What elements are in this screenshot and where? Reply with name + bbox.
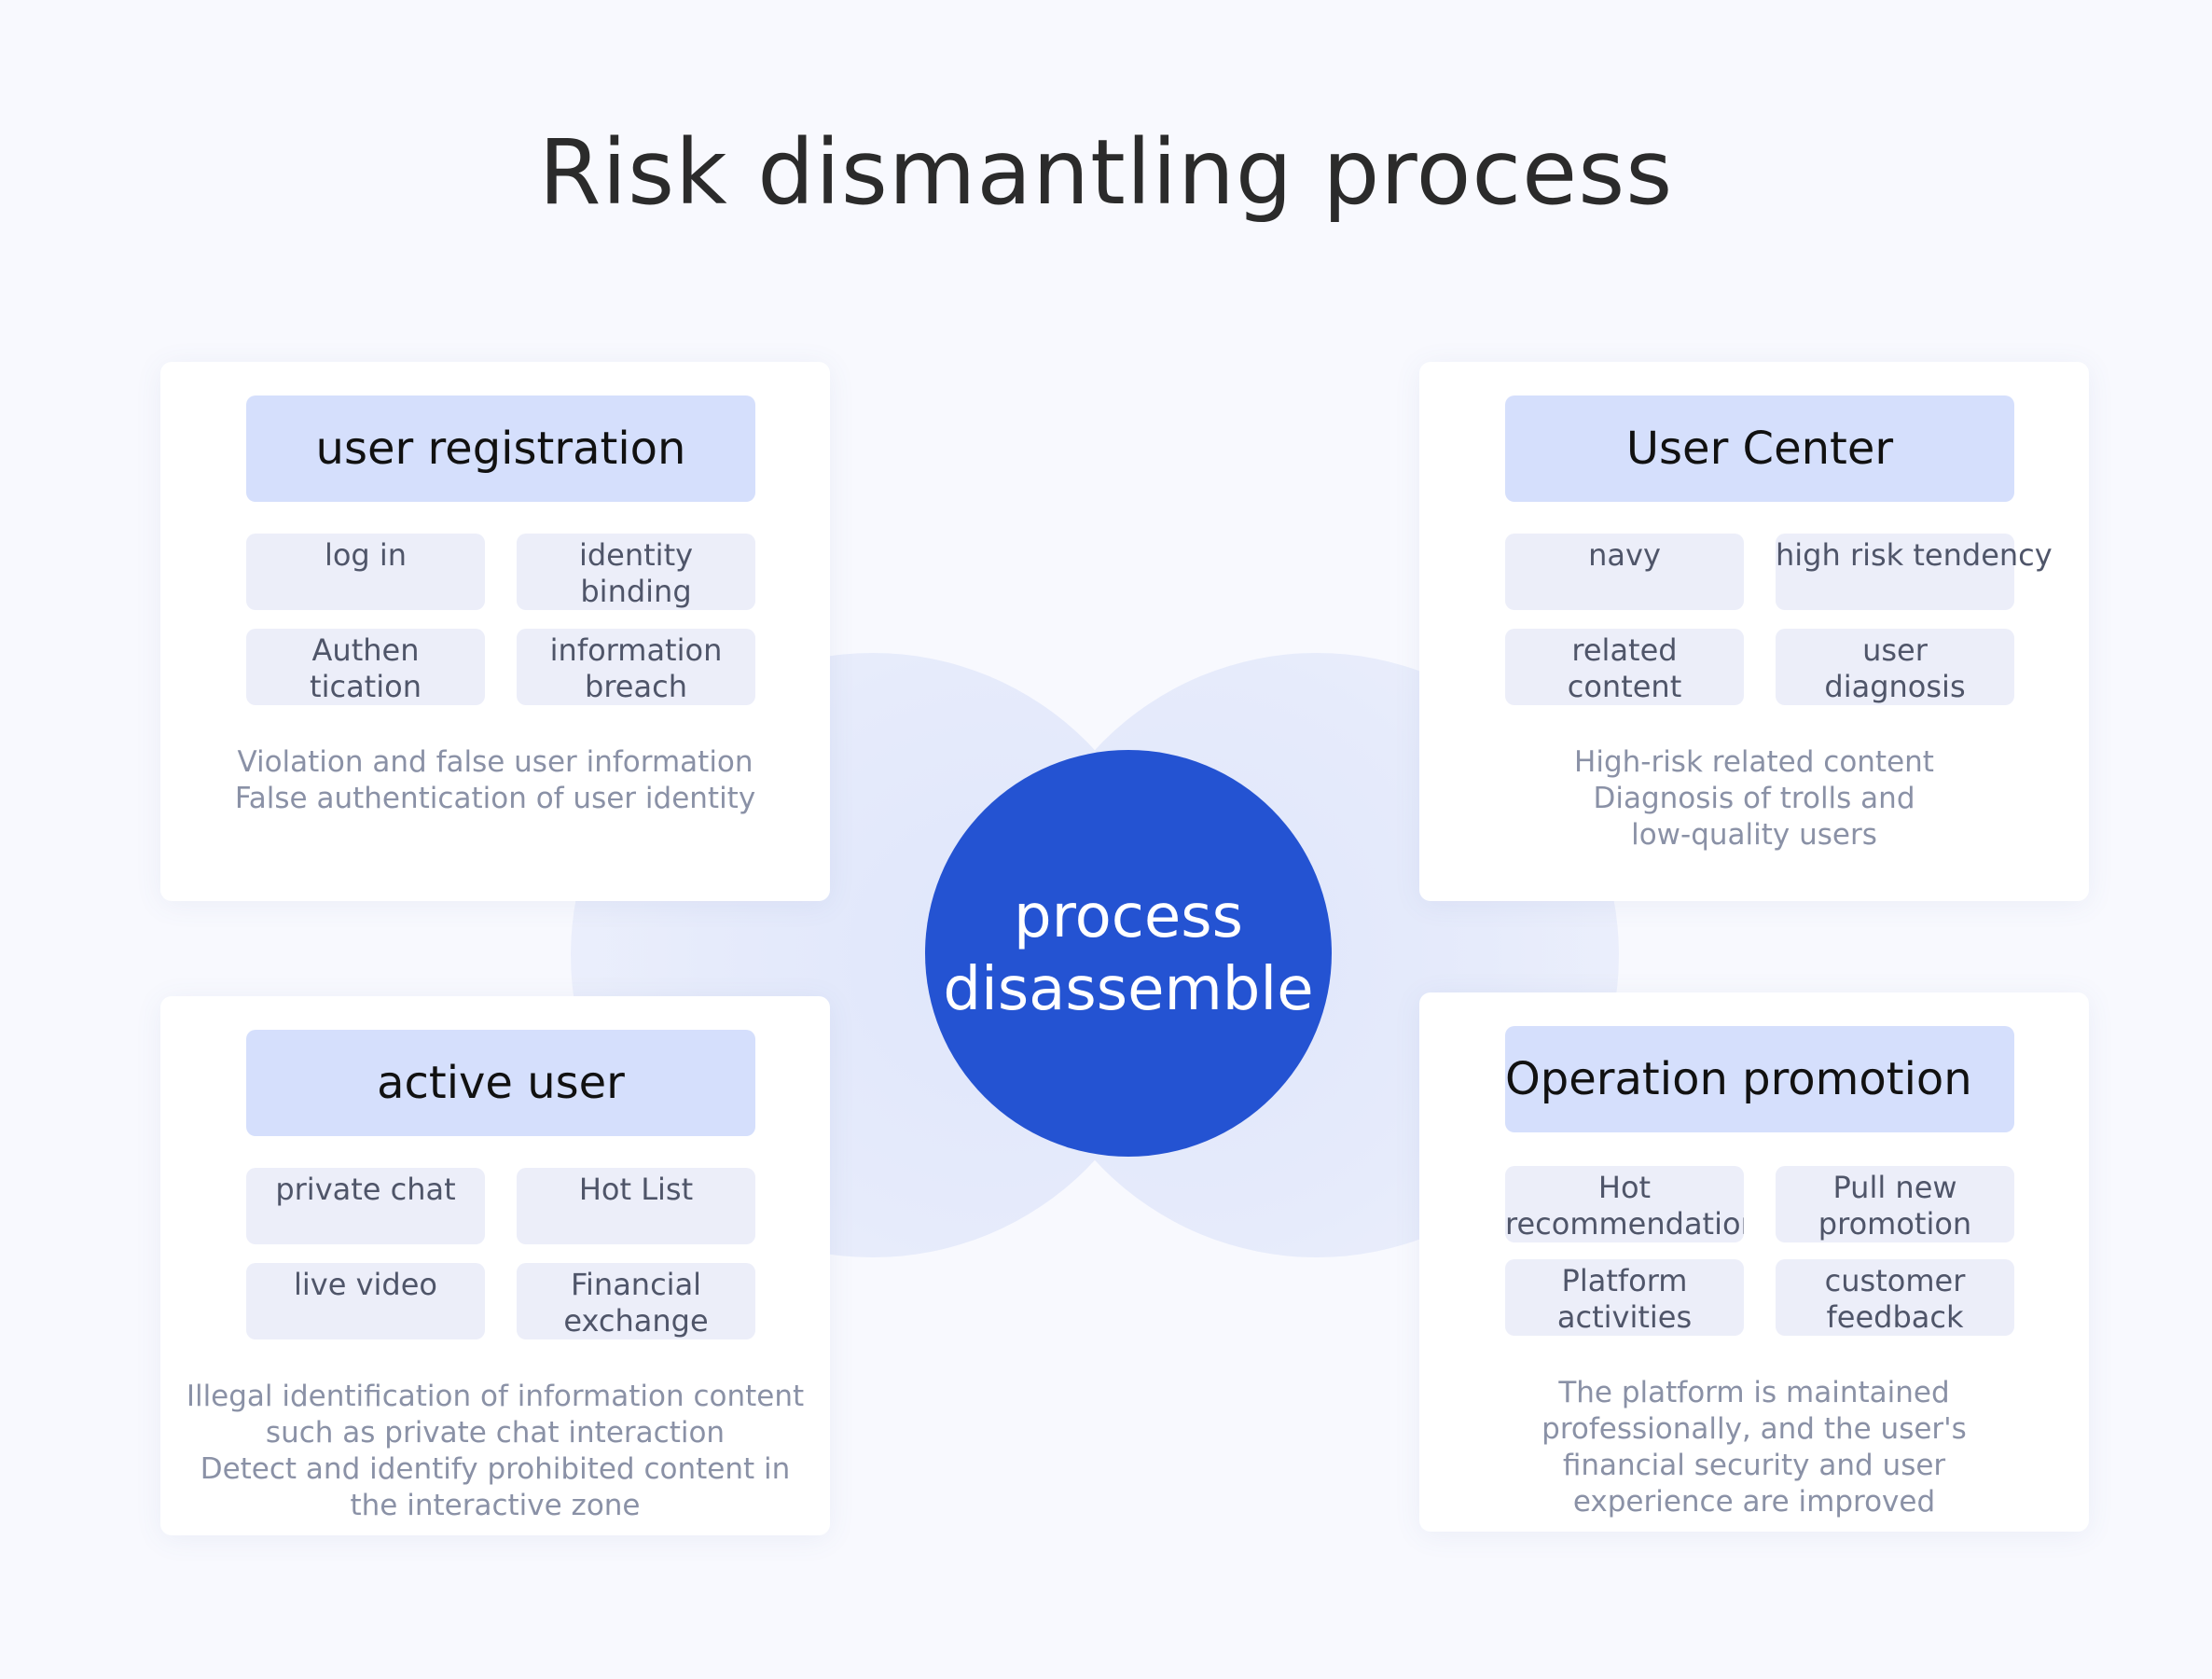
tag-item: user diagnosis: [1776, 629, 2014, 705]
hub-label-line-2: disassemble: [943, 955, 1314, 1024]
card-active-user: active user private chat Hot List live v…: [160, 996, 830, 1535]
central-hub-circle: process disassemble: [925, 750, 1332, 1157]
tag-item: Authen tication: [246, 629, 485, 705]
tag-item: Platform activities: [1505, 1259, 1744, 1336]
tag-item: private chat: [246, 1168, 485, 1244]
card-user-registration: user registration log in identity bindin…: [160, 362, 830, 901]
card-operation-promotion: Operation promotion Hot recommendation P…: [1419, 992, 2089, 1532]
hub-label-line-1: process: [1014, 881, 1243, 951]
card-header: user registration: [246, 395, 755, 502]
card-header: User Center: [1505, 395, 2014, 502]
tag-item: identity binding: [517, 534, 755, 610]
tag-item: high risk tendency: [1776, 534, 2053, 610]
tag-item: information breach: [517, 629, 755, 705]
card-header: active user: [246, 1030, 755, 1136]
tag-item: live video: [246, 1263, 485, 1339]
tag-item: Hot List: [517, 1168, 755, 1244]
card-description: Violation and false user information Fal…: [234, 745, 756, 815]
card-description: The platform is maintained professionall…: [1541, 1376, 1967, 1519]
tag-item: Pull new promotion: [1776, 1166, 2014, 1242]
tag-item: log in: [246, 534, 485, 610]
card-user-center: User Center navy high risk tendency rela…: [1419, 362, 2089, 901]
tag-item: customer feedback: [1776, 1259, 2014, 1336]
tag-item: Hot recommendation: [1505, 1166, 1744, 1242]
tag-item: navy: [1505, 534, 1744, 610]
tag-item: Financial exchange: [517, 1263, 755, 1339]
diagram-title: Risk dismantling process: [538, 120, 1674, 225]
card-description: Illegal identification of information co…: [186, 1380, 805, 1522]
tag-item: related content: [1505, 629, 1744, 705]
card-description: High-risk related content Diagnosis of t…: [1574, 745, 1934, 852]
card-header: Operation promotion: [1505, 1026, 2014, 1132]
